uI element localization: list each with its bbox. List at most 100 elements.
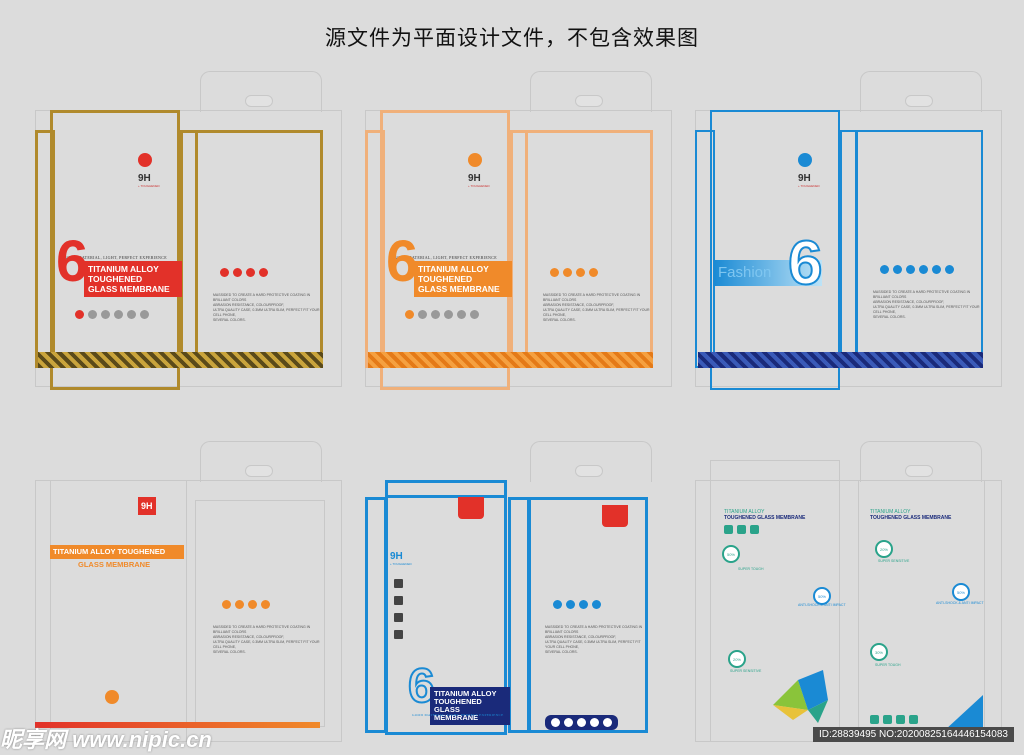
panel-blue-frame: 9H+ TOUGHENED MASSIDED TO CREATE A HARD … xyxy=(360,435,680,755)
feature-icon xyxy=(220,268,229,277)
die-line-back xyxy=(195,500,325,727)
hang-hole xyxy=(245,95,273,107)
glass-membrane-text: GLASS MEMBRANE xyxy=(78,560,151,569)
product-title-bar: TITANIUM ALLOY TOUGHENED xyxy=(50,545,184,559)
blue-frame-side xyxy=(365,497,387,733)
blue-frame-spine xyxy=(508,497,530,733)
feature-icon xyxy=(590,718,599,727)
feature-icon xyxy=(127,310,136,319)
feature-icon xyxy=(431,310,440,319)
die-line xyxy=(35,480,342,742)
feature-icon xyxy=(259,268,268,277)
orange-frame-back xyxy=(525,130,653,368)
hang-tab xyxy=(530,71,652,112)
feature-icon xyxy=(919,265,928,274)
orange-pattern-strip xyxy=(368,352,653,368)
pct-circle: 50% xyxy=(813,587,831,605)
big-six: 6 xyxy=(56,229,89,294)
brand-logo-icon xyxy=(798,153,812,167)
feature-icon xyxy=(563,268,572,277)
feature-icons xyxy=(75,310,149,319)
hang-hole xyxy=(905,95,933,107)
orange-frame-front xyxy=(380,110,510,390)
feature-icon xyxy=(577,718,586,727)
feature-icon xyxy=(75,310,84,319)
watermark-id: ID:28839495 NO:20200825164446154083 xyxy=(812,727,1014,742)
gold-frame-back xyxy=(195,130,323,368)
hang-tab xyxy=(200,71,322,112)
description-text: MASSIDED TO CREATE A HARD PROTECTIVE COA… xyxy=(213,293,320,322)
orange-frame-spine xyxy=(510,130,528,368)
feature-icon xyxy=(394,630,403,639)
back-icons xyxy=(880,265,954,274)
side-icons xyxy=(394,579,403,639)
feature-icon xyxy=(248,600,257,609)
feature-icon xyxy=(444,310,453,319)
tagline: GOOD MATERIAL, LIGHT, PERFECT EXPERIENCE xyxy=(394,255,497,260)
feature-icon xyxy=(564,718,573,727)
pct-circle: 30% xyxy=(870,643,888,661)
feature-icon xyxy=(566,600,575,609)
pct-circle: 20% xyxy=(728,650,746,668)
brand-logo-icon xyxy=(138,153,152,167)
back-icons xyxy=(550,268,598,277)
back-small-icons xyxy=(870,715,918,724)
description-text: MASSIDED TO CREATE A HARD PROTECTIVE COA… xyxy=(545,625,643,654)
brand-ribbon-icon xyxy=(458,497,484,519)
pct-circle: 20% xyxy=(875,540,893,558)
feature-label: SUPER SENSITIVE xyxy=(878,559,910,563)
feature-icon xyxy=(945,265,954,274)
feature-icon xyxy=(592,600,601,609)
corner-triangle xyxy=(945,695,983,730)
feature-icon xyxy=(550,268,559,277)
panel-orange-text: 9H TITANIUM ALLOY TOUGHENED GLASS MEMBRA… xyxy=(30,435,350,755)
feature-icon xyxy=(737,525,746,534)
feature-icon xyxy=(553,600,562,609)
feature-icon xyxy=(457,310,466,319)
feature-icon xyxy=(114,310,123,319)
feature-icon xyxy=(870,715,879,724)
feature-icon xyxy=(576,268,585,277)
back-icons xyxy=(222,600,270,609)
hang-hole xyxy=(575,95,603,107)
watermark-logo: 昵享网 www.nipic.cn xyxy=(0,727,212,752)
panel-blue-fashion: 9H+ TOUGHENED Fashion 6 MASSIDED TO CREA… xyxy=(690,65,1010,405)
feature-icon xyxy=(579,600,588,609)
feature-icon xyxy=(405,310,414,319)
brand-logo-icon xyxy=(468,153,482,167)
big-six: 6 xyxy=(787,229,824,298)
gold-frame-side xyxy=(35,130,55,368)
back-icons xyxy=(553,600,601,609)
feature-icon xyxy=(394,596,403,605)
big-six: 6 xyxy=(386,229,419,294)
feature-icon xyxy=(880,265,889,274)
feature-icon xyxy=(222,600,231,609)
description-text: MASSIDED TO CREATE A HARD PROTECTIVE COA… xyxy=(543,293,650,322)
blue-pattern-strip xyxy=(698,352,983,368)
blue-frame-side xyxy=(695,130,715,368)
feature-icon xyxy=(893,265,902,274)
nine-h-label: 9H+ TOUGHENED xyxy=(468,173,490,188)
blue-frame-back xyxy=(855,130,983,368)
feature-icon xyxy=(140,310,149,319)
hang-hole xyxy=(575,465,603,477)
pct-circle: 50% xyxy=(722,545,740,563)
feature-icon xyxy=(235,600,244,609)
hang-hole xyxy=(905,465,933,477)
feature-icon xyxy=(883,715,892,724)
hang-tab xyxy=(860,441,982,482)
feature-icon xyxy=(589,268,598,277)
feature-icon xyxy=(88,310,97,319)
brand-ribbon-icon xyxy=(602,505,628,527)
gold-frame-front xyxy=(50,110,180,390)
blue-frame-front xyxy=(710,110,840,390)
feature-icons xyxy=(405,310,479,319)
nine-h-badge: 9H xyxy=(138,497,156,515)
feature-label: SUPER SENSITIVE xyxy=(730,669,762,673)
